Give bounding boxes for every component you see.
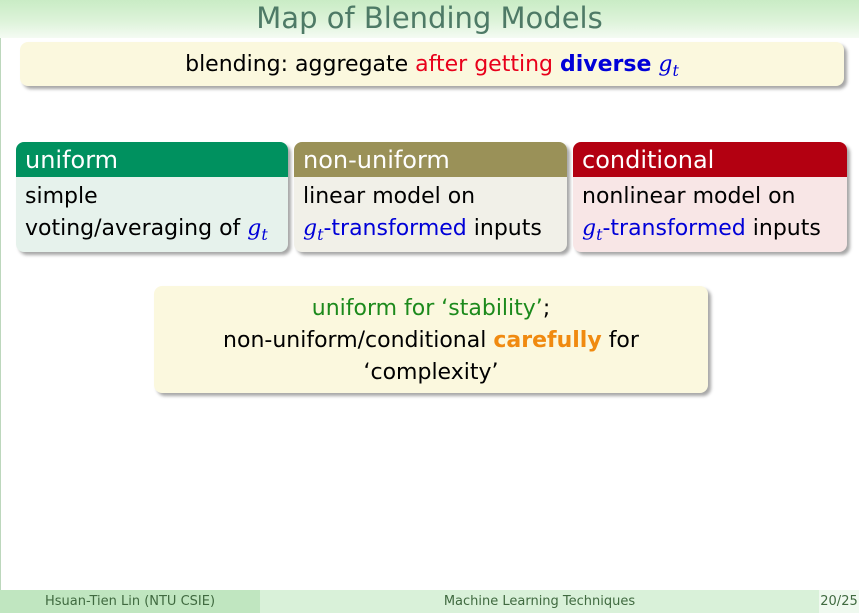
conditional-line-1: nonlinear model on bbox=[582, 184, 796, 209]
blending-definition-box: blending: aggregate after getting divers… bbox=[20, 42, 844, 86]
uniform-card: uniform simple voting/averaging of gt bbox=[16, 142, 288, 252]
non-uniform-card-header: non-uniform bbox=[294, 142, 567, 177]
after-getting-text: after getting bbox=[415, 52, 553, 77]
footer-author: Hsuan-Tien Lin (NTU CSIE) bbox=[0, 590, 260, 613]
blending-definition: blending: aggregate after getting divers… bbox=[20, 42, 844, 94]
footer: Hsuan-Tien Lin (NTU CSIE) Machine Learni… bbox=[0, 590, 859, 613]
summary-line-3: ‘complexity’ bbox=[363, 360, 499, 385]
non-uniform-line-2: gt-transformed inputs bbox=[303, 216, 542, 244]
footer-course: Machine Learning Techniques bbox=[260, 590, 819, 613]
left-rule bbox=[0, 38, 1, 590]
non-uniform-line-1: linear model on bbox=[303, 184, 476, 209]
summary-line-2: non-uniform/conditional carefully for bbox=[223, 328, 639, 353]
blending-prefix: blending: aggregate bbox=[185, 52, 409, 77]
g-t-symbol: gt bbox=[658, 52, 679, 80]
footer-page-number: 20/25 bbox=[819, 590, 859, 613]
title-bar bbox=[0, 0, 859, 38]
summary-box: uniform for ‘stability’; non-uniform/con… bbox=[154, 286, 708, 393]
conditional-card: conditional nonlinear model on gt-transf… bbox=[573, 142, 847, 252]
uniform-line-2: voting/averaging of gt bbox=[25, 216, 268, 244]
non-uniform-card-body: linear model on gt-transformed inputs bbox=[294, 177, 567, 251]
non-uniform-card: non-uniform linear model on gt-transform… bbox=[294, 142, 567, 252]
g-t-symbol: gt bbox=[247, 216, 268, 244]
slide-title: Map of Blending Models bbox=[256, 1, 603, 35]
summary-line-1: uniform for ‘stability’; bbox=[311, 296, 551, 321]
carefully-text: carefully bbox=[493, 328, 602, 353]
uniform-line-1: simple bbox=[25, 184, 98, 209]
diverse-text: diverse bbox=[559, 52, 652, 77]
uniform-card-body: simple voting/averaging of gt bbox=[16, 177, 288, 251]
conditional-line-2: gt-transformed inputs bbox=[582, 216, 821, 244]
conditional-card-body: nonlinear model on gt-transformed inputs bbox=[573, 177, 847, 251]
conditional-card-header: conditional bbox=[573, 142, 847, 177]
uniform-card-header: uniform bbox=[16, 142, 288, 177]
